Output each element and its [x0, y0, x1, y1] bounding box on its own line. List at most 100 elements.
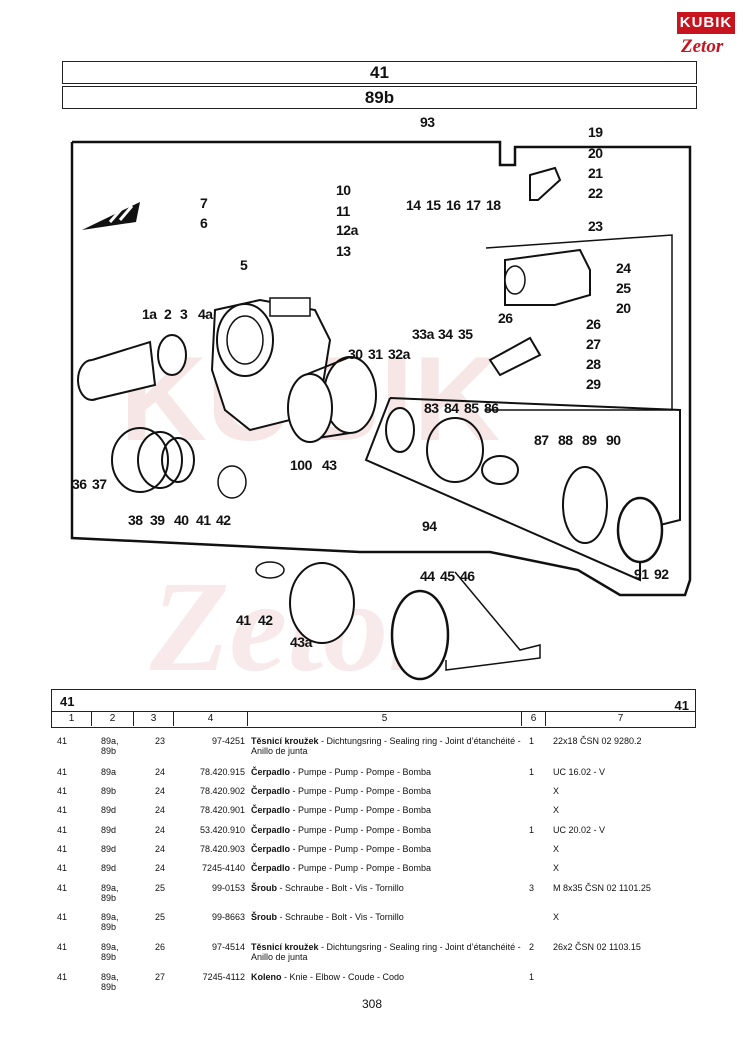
callout-label: 42: [216, 512, 231, 528]
cell-subgroup: 89a, 89b: [101, 972, 119, 992]
cell-group: 41: [57, 736, 68, 746]
part-name-czech: Čerpadlo: [251, 844, 291, 854]
callout-label: 100: [290, 457, 312, 473]
callout-label: 39: [150, 512, 165, 528]
cell-description: Čerpadlo - Pumpe - Pump - Pompe - Bomba: [251, 805, 432, 815]
parts-table: 41 41 1 2 3 4 5 6 7: [51, 689, 696, 728]
callout-label: 83: [424, 400, 439, 416]
callout-label: 29: [586, 376, 601, 392]
callout-label: 13: [336, 243, 351, 259]
cell-subgroup: 89a, 89b: [101, 912, 119, 932]
cell-position: 27: [155, 972, 166, 982]
callout-label: 27: [586, 336, 601, 352]
cell-subgroup: 89a: [101, 767, 117, 777]
column-header: 5: [248, 712, 522, 726]
callout-label: 17: [466, 197, 481, 213]
callout-label: 19: [588, 124, 603, 140]
cell-note: 26x2 ČSN 02 1103.15: [553, 942, 641, 952]
subgroup-number: 89b: [62, 86, 697, 109]
cell-note: UC 20.02 - V: [553, 825, 606, 835]
cell-group: 41: [57, 805, 68, 815]
cell-description: Těsnicí kroužek - Dichtungsring - Sealin…: [251, 942, 521, 962]
callout-label: 18: [486, 197, 501, 213]
elbow-27: [488, 336, 542, 377]
cell-position: 25: [155, 912, 166, 922]
callout-label: 26: [586, 316, 601, 332]
callout-label: 93: [420, 114, 435, 130]
cell-position: 26: [155, 942, 166, 952]
cell-part-number: 97-4251: [211, 736, 245, 746]
part-name-czech: Čerpadlo: [251, 767, 291, 777]
cell-position: 24: [155, 844, 166, 854]
cell-subgroup: 89a, 89b: [101, 883, 119, 903]
cell-description: Šroub - Schraube - Bolt - Vis - Tornillo: [251, 912, 404, 922]
cell-position: 24: [155, 863, 166, 873]
cell-quantity: 2: [529, 942, 535, 952]
cell-quantity: 1: [529, 972, 535, 982]
callout-label: 1a: [142, 306, 157, 322]
column-header: 1: [52, 712, 92, 726]
cell-note: X: [553, 786, 560, 796]
cell-part-number: 78.420.915: [199, 767, 245, 777]
callout-label: 90: [606, 432, 621, 448]
pump-frame: [485, 234, 673, 411]
cell-part-number: 99-8663: [211, 912, 245, 922]
callout-label: 87: [534, 432, 549, 448]
callout-label: 34: [438, 326, 453, 342]
part-name-czech: Čerpadlo: [251, 786, 291, 796]
cell-quantity: 3: [529, 883, 535, 893]
part-name-czech: Čerpadlo: [251, 863, 291, 873]
cell-note: X: [553, 805, 560, 815]
callout-label: 38: [128, 512, 143, 528]
cell-group: 41: [57, 767, 68, 777]
callout-label: 84: [444, 400, 459, 416]
column-header: 3: [134, 712, 174, 726]
callout-label: 35: [458, 326, 473, 342]
part-name-czech: Těsnicí kroužek: [251, 736, 319, 746]
part-name-czech: Těsnicí kroužek: [251, 942, 319, 952]
cell-quantity: 1: [529, 767, 535, 777]
direction-arrow: [82, 202, 140, 230]
cell-note: UC 16.02 - V: [553, 767, 606, 777]
cell-quantity: 1: [529, 825, 535, 835]
cell-position: 25: [155, 883, 166, 893]
cell-note: X: [553, 844, 560, 854]
valve-83: [385, 407, 415, 453]
callout-label: 5: [240, 257, 248, 273]
callout-label: 20: [588, 145, 603, 161]
callout-label: 22: [588, 185, 603, 201]
callout-label: 28: [586, 356, 601, 372]
callout-label: 36: [72, 476, 87, 492]
cell-part-number: 99-0153: [211, 883, 245, 893]
assembly-frame: [70, 140, 692, 597]
callout-label: 31: [368, 346, 383, 362]
cell-subgroup: 89b: [101, 786, 117, 796]
cell-group: 41: [57, 883, 68, 893]
cell-subgroup: 89d: [101, 805, 117, 815]
callout-label: 37: [92, 476, 107, 492]
cell-group: 41: [57, 863, 68, 873]
column-header: 6: [522, 712, 546, 726]
cell-group: 41: [57, 825, 68, 835]
callout-label: 40: [174, 512, 189, 528]
cell-subgroup: 89a, 89b: [101, 736, 119, 756]
callout-label: 25: [616, 280, 631, 296]
callout-label: 91: [634, 566, 649, 582]
column-header: 7: [617, 713, 624, 724]
cell-description: Čerpadlo - Pumpe - Pump - Pompe - Bomba: [251, 767, 432, 777]
cell-subgroup: 89d: [101, 825, 117, 835]
cell-note: M 8x35 ČSN 02 1101.25: [553, 883, 651, 893]
cell-group: 41: [57, 786, 68, 796]
callout-label: 46: [460, 568, 475, 584]
cylinder-43a: [289, 562, 355, 644]
callout-label: 45: [440, 568, 455, 584]
cell-description: Těsnicí kroužek - Dichtungsring - Sealin…: [251, 736, 521, 756]
cover-45: [390, 589, 450, 681]
cell-position: 24: [155, 786, 166, 796]
callout-label: 30: [348, 346, 363, 362]
column-header: 2: [92, 712, 134, 726]
cell-position: 24: [155, 825, 166, 835]
exploded-view-drawing: KUBIK Zetor: [60, 110, 700, 690]
group-right: 41: [674, 698, 689, 713]
cell-part-number: 78.420.903: [199, 844, 245, 854]
